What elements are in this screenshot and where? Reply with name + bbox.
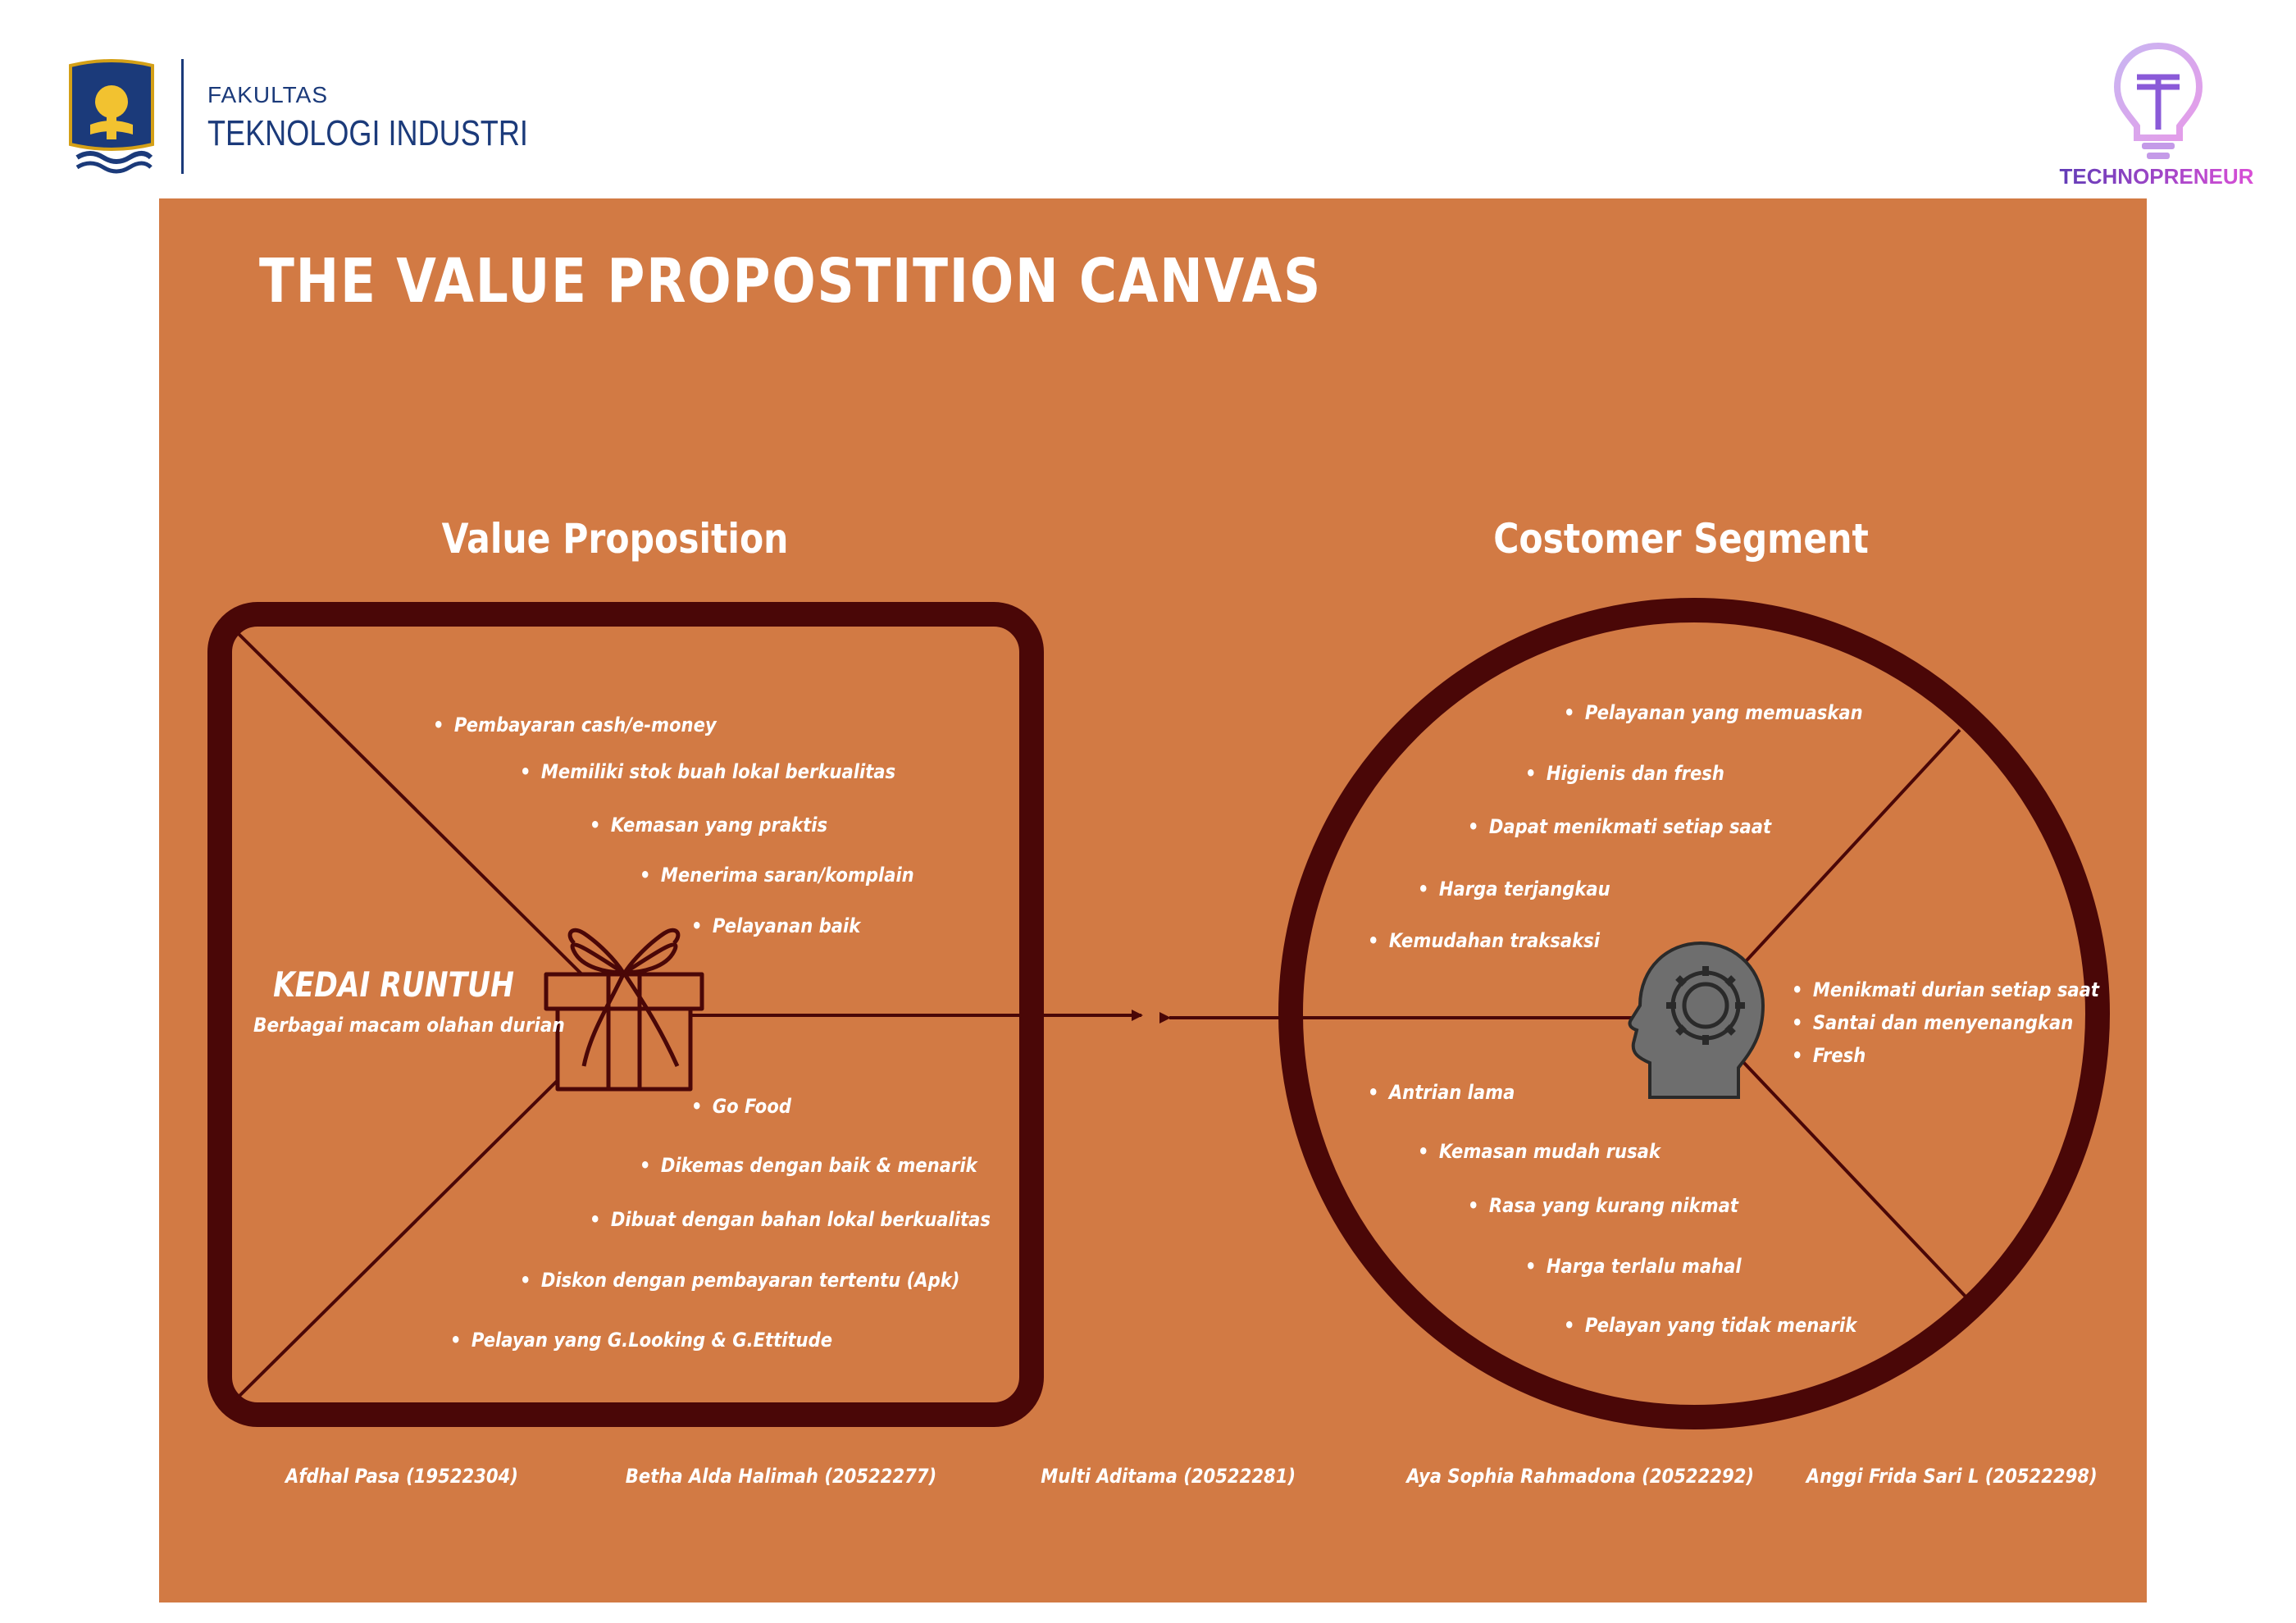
faculty-name: TEKNOLOGI INDUSTRI bbox=[207, 113, 528, 153]
team-member: Afdhal Pasa (19522304) bbox=[285, 1465, 518, 1488]
gain-creator-item: Pembayaran cash/e-money bbox=[433, 713, 717, 736]
team-member: Multi Aditama (20522281) bbox=[1041, 1465, 1296, 1488]
head-gear-icon bbox=[1628, 941, 1765, 1099]
brand-name: KEDAI RUNTUH bbox=[273, 964, 514, 1005]
pain-reliever-item: Go Food bbox=[691, 1095, 791, 1118]
canvas-title: THE VALUE PROPOSTITION CANVAS bbox=[259, 246, 1322, 317]
pain-reliever-item: Pelayan yang G.Looking & G.Ettitude bbox=[450, 1329, 832, 1352]
pain-reliever-item: Dikemas dengan baik & menarik bbox=[640, 1154, 977, 1177]
technopreneur-brand: TECHNOPRENEUR bbox=[2050, 164, 2263, 189]
customer-gain-item: Higienis dan fresh bbox=[1525, 762, 1724, 785]
customer-gain-item: Harga terjangkau bbox=[1418, 878, 1610, 900]
university-logo-icon bbox=[69, 59, 154, 174]
team-member: Aya Sophia Rahmadona (20522292) bbox=[1406, 1465, 1755, 1488]
gain-creator-item: Menerima saran/komplain bbox=[640, 864, 914, 887]
vp-diagonal-top bbox=[235, 630, 625, 1017]
brand-subtitle: Berbagai macam olahan durian bbox=[253, 1014, 565, 1037]
value-proposition-title: Value Proposition bbox=[441, 515, 789, 563]
customer-gain-item: Pelayanan yang memuaskan bbox=[1564, 701, 1863, 724]
gain-creator-item: Kemasan yang praktis bbox=[590, 814, 827, 837]
customer-pain-item: Antrian lama bbox=[1368, 1081, 1515, 1104]
canvas-panel bbox=[159, 198, 2147, 1602]
customer-segment-title: Costomer Segment bbox=[1493, 515, 1869, 563]
header-divider bbox=[181, 59, 184, 174]
customer-job-item: Santai dan menyenangkan bbox=[1792, 1011, 2073, 1034]
customer-pain-item: Harga terlalu mahal bbox=[1525, 1255, 1742, 1278]
customer-segment-frame bbox=[1278, 598, 2110, 1429]
faculty-label: FAKULTAS bbox=[207, 82, 329, 107]
customer-gain-item: Dapat menikmati setiap saat bbox=[1468, 815, 1771, 838]
gift-box-icon bbox=[544, 928, 704, 1092]
pain-reliever-item: Dibuat dengan bahan lokal berkualitas bbox=[590, 1208, 991, 1231]
lightbulb-logo-icon bbox=[2113, 42, 2203, 159]
team-member: Anggi Frida Sari L (20522298) bbox=[1806, 1465, 2098, 1488]
customer-pain-item: Kemasan mudah rusak bbox=[1418, 1140, 1660, 1163]
gain-creator-item: Memiliki stok buah lokal berkualitas bbox=[520, 760, 895, 783]
customer-pain-item: Rasa yang kurang nikmat bbox=[1468, 1194, 1738, 1217]
team-member: Betha Alda Halimah (20522277) bbox=[625, 1465, 937, 1488]
pain-reliever-item: Diskon dengan pembayaran tertentu (Apk) bbox=[520, 1269, 960, 1292]
customer-pain-item: Pelayan yang tidak menarik bbox=[1564, 1314, 1856, 1337]
customer-job-item: Menikmati durian setiap saat bbox=[1792, 978, 2099, 1001]
customer-gain-item: Kemudahan traksaksi bbox=[1368, 929, 1600, 952]
gain-creator-item: Pelayanan baik bbox=[691, 914, 860, 937]
customer-job-item: Fresh bbox=[1792, 1044, 1866, 1067]
